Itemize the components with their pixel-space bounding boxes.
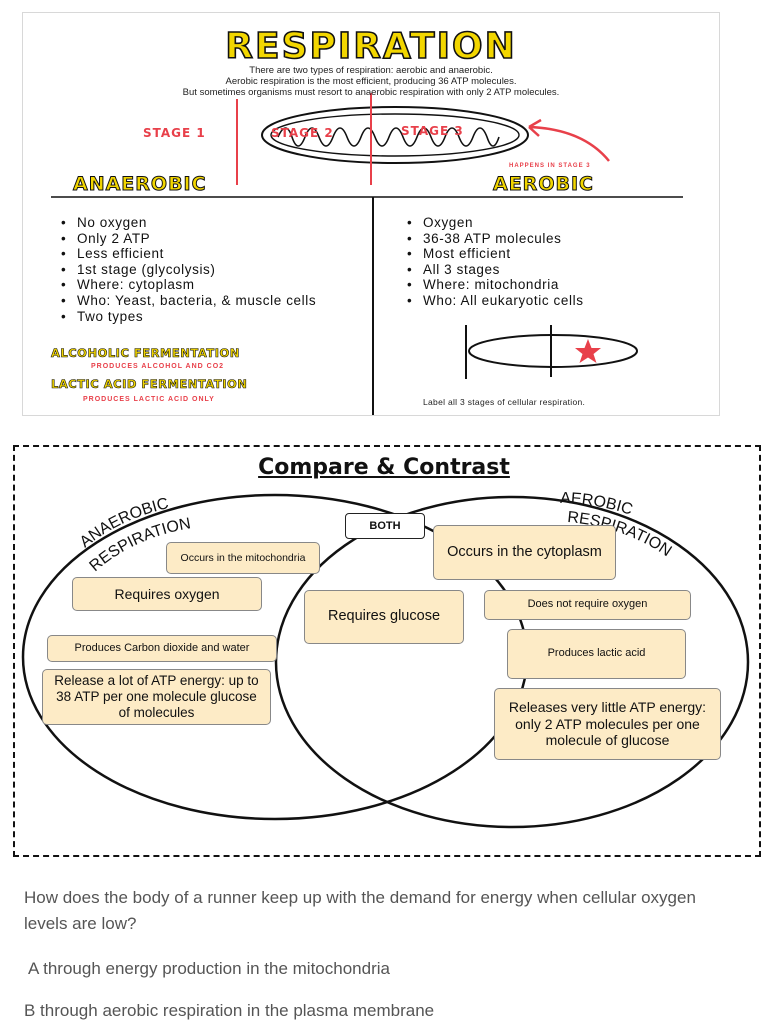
star-icon — [575, 339, 601, 363]
list-item: 36-38 ATP molecules — [405, 231, 715, 247]
intro-line: But sometimes organisms must resort to a… — [182, 87, 560, 98]
curved-arrow-icon — [528, 118, 610, 162]
list-item: Two types — [59, 309, 359, 325]
list-item: Who: All eukaryotic cells — [405, 293, 715, 309]
list-item: Who: Yeast, bacteria, & muscle cells — [59, 293, 359, 309]
happens-in-stage-note: HAPPENS IN STAGE 3 — [509, 163, 591, 169]
list-item: Only 2 ATP — [59, 231, 359, 247]
label-stages-instruction: Label all 3 stages of cellular respirati… — [423, 397, 586, 407]
list-item: Where: mitochondria — [405, 277, 715, 293]
list-item: Most efficient — [405, 246, 715, 262]
anaerobic-heading: ANAEROBIC — [73, 173, 207, 196]
both-label: BOTH — [345, 513, 425, 539]
venn-title: Compare & Contrast — [0, 455, 768, 480]
card-release-lot-atp[interactable]: Release a lot of ATP energy: up to 38 AT… — [42, 669, 271, 725]
card-occurs-in-mitochondria[interactable]: Occurs in the mitochondria — [166, 542, 320, 574]
aerobic-circle — [274, 495, 750, 829]
intro-line: Aerobic respiration is the most efficien… — [225, 76, 517, 87]
answer-option-a[interactable]: A through energy production in the mitoc… — [28, 959, 390, 978]
intro-line: There are two types of respiration: aero… — [249, 65, 493, 76]
card-little-atp[interactable]: Releases very little ATP energy: only 2 … — [494, 688, 721, 760]
aerobic-facts-list: Oxygen 36-38 ATP molecules Most efficien… — [405, 215, 715, 309]
list-item: All 3 stages — [405, 262, 715, 278]
card-no-oxygen-required[interactable]: Does not require oxygen — [484, 590, 691, 620]
card-requires-oxygen[interactable]: Requires oxygen — [72, 577, 262, 611]
list-item: Where: cytoplasm — [59, 277, 359, 293]
anaerobic-facts-list: No oxygen Only 2 ATP Less efficient 1st … — [59, 215, 359, 324]
venn-title-text: Compare & Contrast — [258, 455, 510, 480]
card-produces-lactic-acid[interactable]: Produces lactic acid — [507, 629, 686, 679]
stage-3-label: STAGE 3 — [401, 124, 464, 138]
respiration-infographic: RESPIRATION There are two types of respi… — [22, 12, 720, 416]
answer-option-b[interactable]: B through aerobic respiration in the pla… — [24, 1001, 435, 1020]
list-item: Less efficient — [59, 246, 359, 262]
lactic-acid-fermentation-note: PRODUCES LACTIC ACID ONLY — [83, 396, 215, 403]
question-text: How does the body of a runner keep up wi… — [24, 888, 696, 933]
infographic-title: RESPIRATION — [224, 26, 517, 68]
alcoholic-fermentation-note: PRODUCES ALCOHOL AND CO2 — [91, 363, 225, 370]
lactic-acid-fermentation-heading: LACTIC ACID FERMENTATION — [51, 377, 248, 392]
list-item: Oxygen — [405, 215, 715, 231]
card-requires-glucose[interactable]: Requires glucose — [304, 590, 464, 644]
infographic-drawing — [51, 93, 683, 415]
list-item: No oxygen — [59, 215, 359, 231]
stage-diagram — [465, 325, 638, 379]
stage-1-label: STAGE 1 — [143, 126, 206, 140]
stage-2-label: STAGE 2 — [271, 126, 334, 140]
venn-frame — [13, 445, 761, 857]
card-occurs-in-cytoplasm[interactable]: Occurs in the cytoplasm — [433, 525, 616, 580]
mitochondrion-icon — [261, 106, 529, 164]
list-item: 1st stage (glycolysis) — [59, 262, 359, 278]
aerobic-heading: AEROBIC — [493, 173, 594, 196]
card-co2-and-water[interactable]: Produces Carbon dioxide and water — [47, 635, 277, 662]
alcoholic-fermentation-heading: ALCOHOLIC FERMENTATION — [51, 346, 240, 361]
